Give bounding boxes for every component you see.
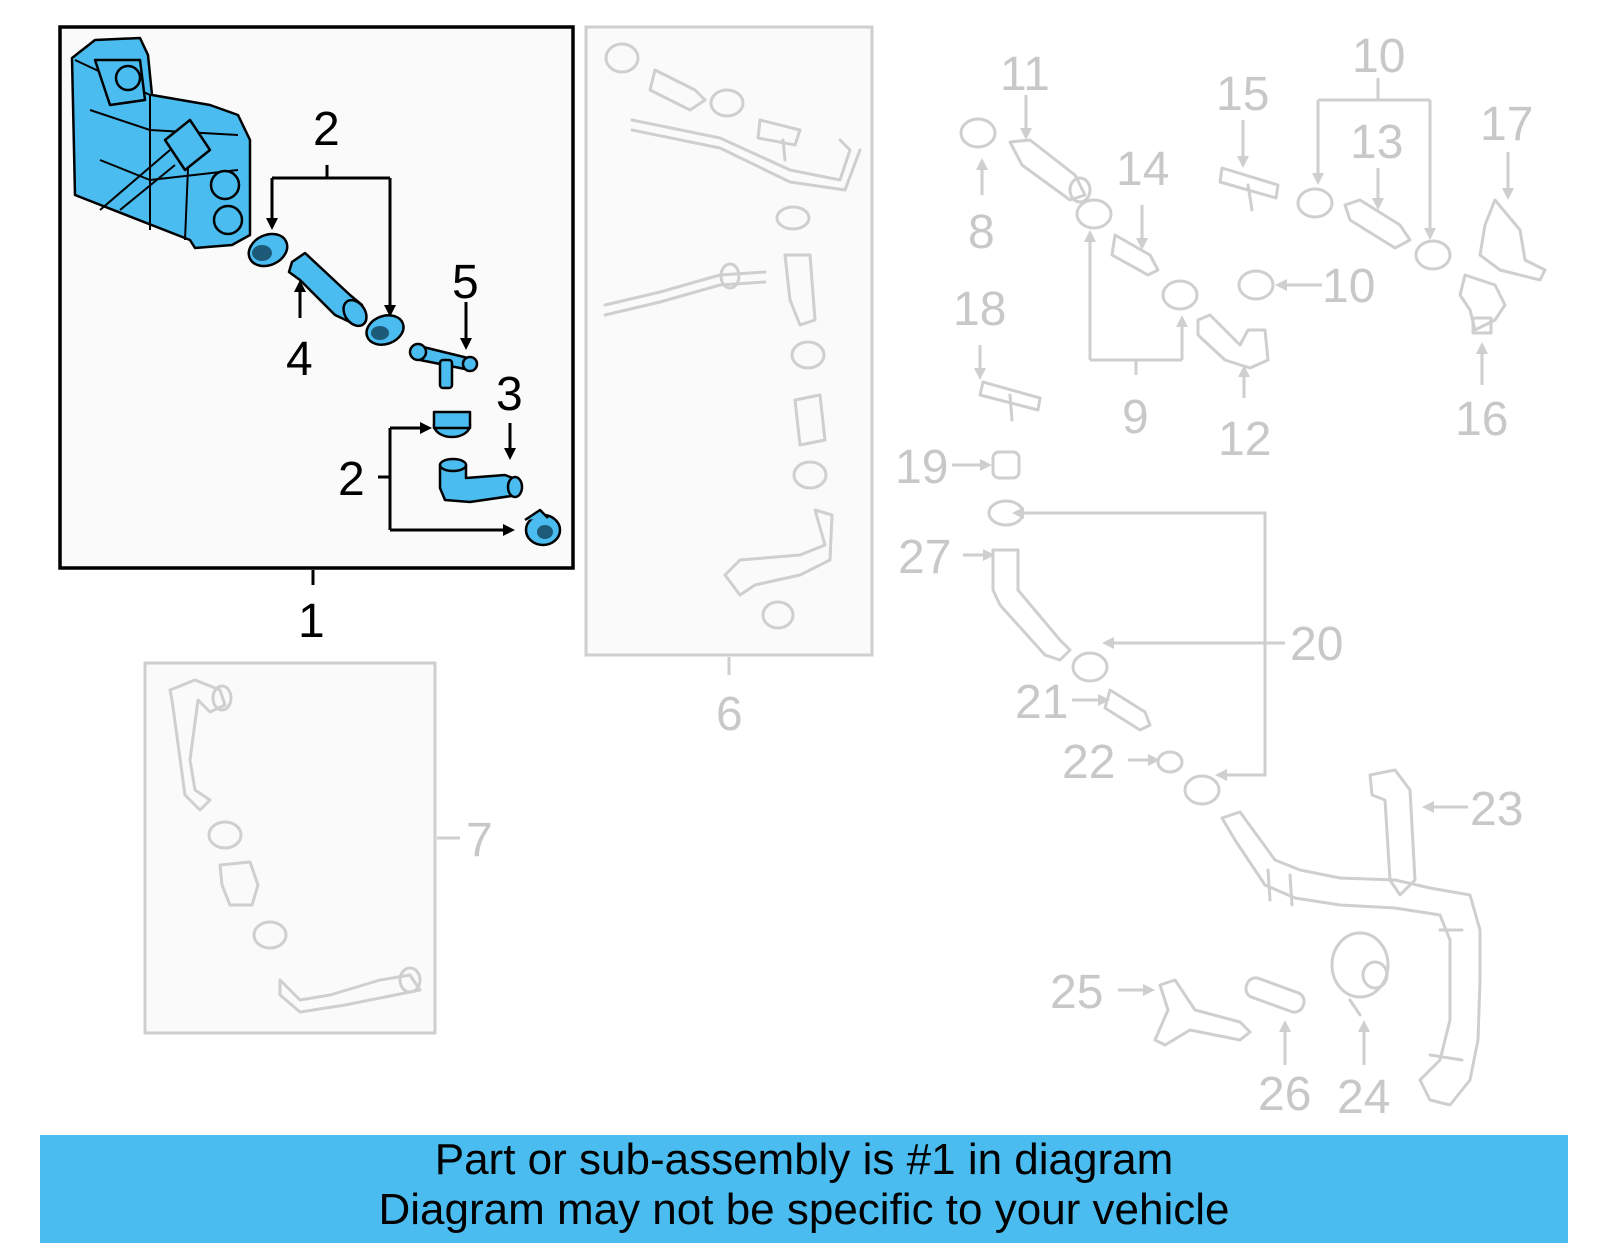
t-fitting-5[interactable] <box>408 342 479 390</box>
callout-26: 26 <box>1258 1068 1311 1121</box>
callout-8: 8 <box>968 206 995 259</box>
callout-18: 18 <box>953 283 1006 336</box>
heater-unit[interactable] <box>70 36 252 250</box>
callout-6: 6 <box>716 688 743 741</box>
callout-17: 17 <box>1480 98 1533 151</box>
clamp-lower-bottom[interactable] <box>524 508 562 547</box>
callout-24: 24 <box>1337 1071 1390 1124</box>
callout-3: 3 <box>496 368 523 421</box>
assembly-7-parts <box>168 678 422 1014</box>
callout-2-upper: 2 <box>313 103 340 156</box>
callout-2-lower: 2 <box>338 453 365 506</box>
callout-16: 16 <box>1455 393 1508 446</box>
callout-9: 9 <box>1122 391 1149 444</box>
callout-15: 15 <box>1216 68 1269 121</box>
info-banner: Part or sub-assembly is #1 in diagram Di… <box>40 1135 1568 1243</box>
callout-22: 22 <box>1062 736 1115 789</box>
callout-25: 25 <box>1050 966 1103 1019</box>
callout-23: 23 <box>1470 783 1523 836</box>
callout-21: 21 <box>1015 676 1068 729</box>
callout-27: 27 <box>898 531 951 584</box>
callout-4: 4 <box>286 333 313 386</box>
callout-13: 13 <box>1350 116 1403 169</box>
callout-10-top: 10 <box>1352 30 1405 83</box>
assembly-6-parts <box>603 42 862 630</box>
clamp-lower-top[interactable] <box>432 410 472 439</box>
clamp-middle[interactable] <box>362 310 407 349</box>
clamp-upper-left[interactable] <box>244 228 293 272</box>
callout-1: 1 <box>298 595 325 648</box>
banner-line-1: Part or sub-assembly is #1 in diagram <box>434 1135 1174 1184</box>
callout-20: 20 <box>1290 618 1343 671</box>
hose-3[interactable] <box>438 457 524 504</box>
hose-4[interactable] <box>287 251 371 330</box>
banner-line-2: Diagram may not be specific to your vehi… <box>378 1185 1230 1234</box>
callout-7: 7 <box>466 814 493 867</box>
callout-19: 19 <box>895 441 948 494</box>
callout-10-mid: 10 <box>1322 260 1375 313</box>
right-parts <box>959 117 1547 1107</box>
callout-14: 14 <box>1116 143 1169 196</box>
callout-11: 11 <box>1000 48 1050 101</box>
callout-12: 12 <box>1218 413 1271 466</box>
callout-5: 5 <box>452 256 479 309</box>
